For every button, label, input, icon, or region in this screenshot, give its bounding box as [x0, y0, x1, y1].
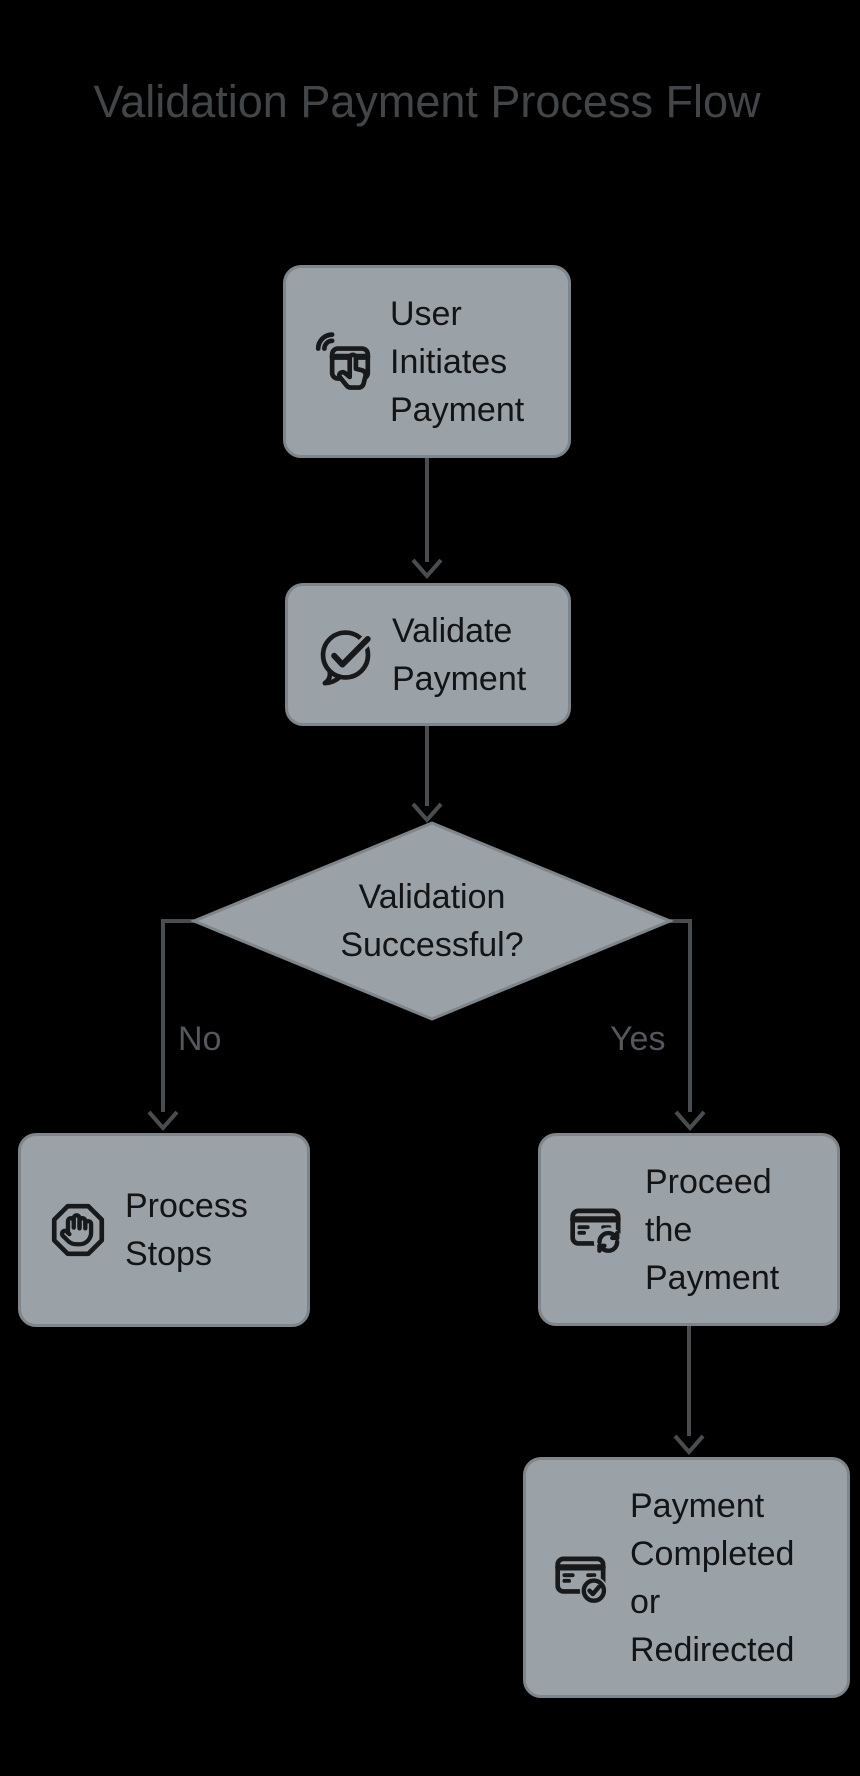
arrow-proceed-to-complete — [673, 1326, 705, 1456]
node-label: Process Stops — [125, 1187, 248, 1273]
arrow-validate-to-decision — [411, 726, 443, 824]
card-check-icon — [552, 1547, 614, 1609]
node-label: Payment Completed or Redirected — [630, 1486, 795, 1669]
node-label: Validate Payment — [392, 611, 527, 698]
node-process-stops: Process Stops — [18, 1133, 310, 1327]
contactless-payment-icon — [312, 331, 374, 393]
node-validate-payment: Validate Payment — [285, 583, 571, 726]
arrow-decision-yes-to-proceed — [670, 919, 706, 1132]
node-proceed-the-payment: Proceed the Payment — [538, 1133, 840, 1326]
node-validation-successful: Validation Successful? — [340, 878, 524, 964]
node-label: Proceed the Payment — [645, 1162, 780, 1297]
card-refresh-icon — [567, 1199, 629, 1261]
edge-label-yes: Yes — [610, 1020, 666, 1058]
node-label: User Initiates Payment — [390, 294, 525, 429]
edge-label-no: No — [178, 1020, 222, 1058]
stop-hand-icon — [47, 1199, 109, 1261]
message-check-icon — [314, 624, 376, 686]
diagram-title: Validation Payment Process Flow — [93, 76, 761, 127]
arrow-start-to-validate — [411, 458, 443, 580]
node-user-initiates-payment: User Initiates Payment — [283, 265, 571, 458]
node-payment-completed-or-redirected: Payment Completed or Redirected — [523, 1457, 850, 1698]
